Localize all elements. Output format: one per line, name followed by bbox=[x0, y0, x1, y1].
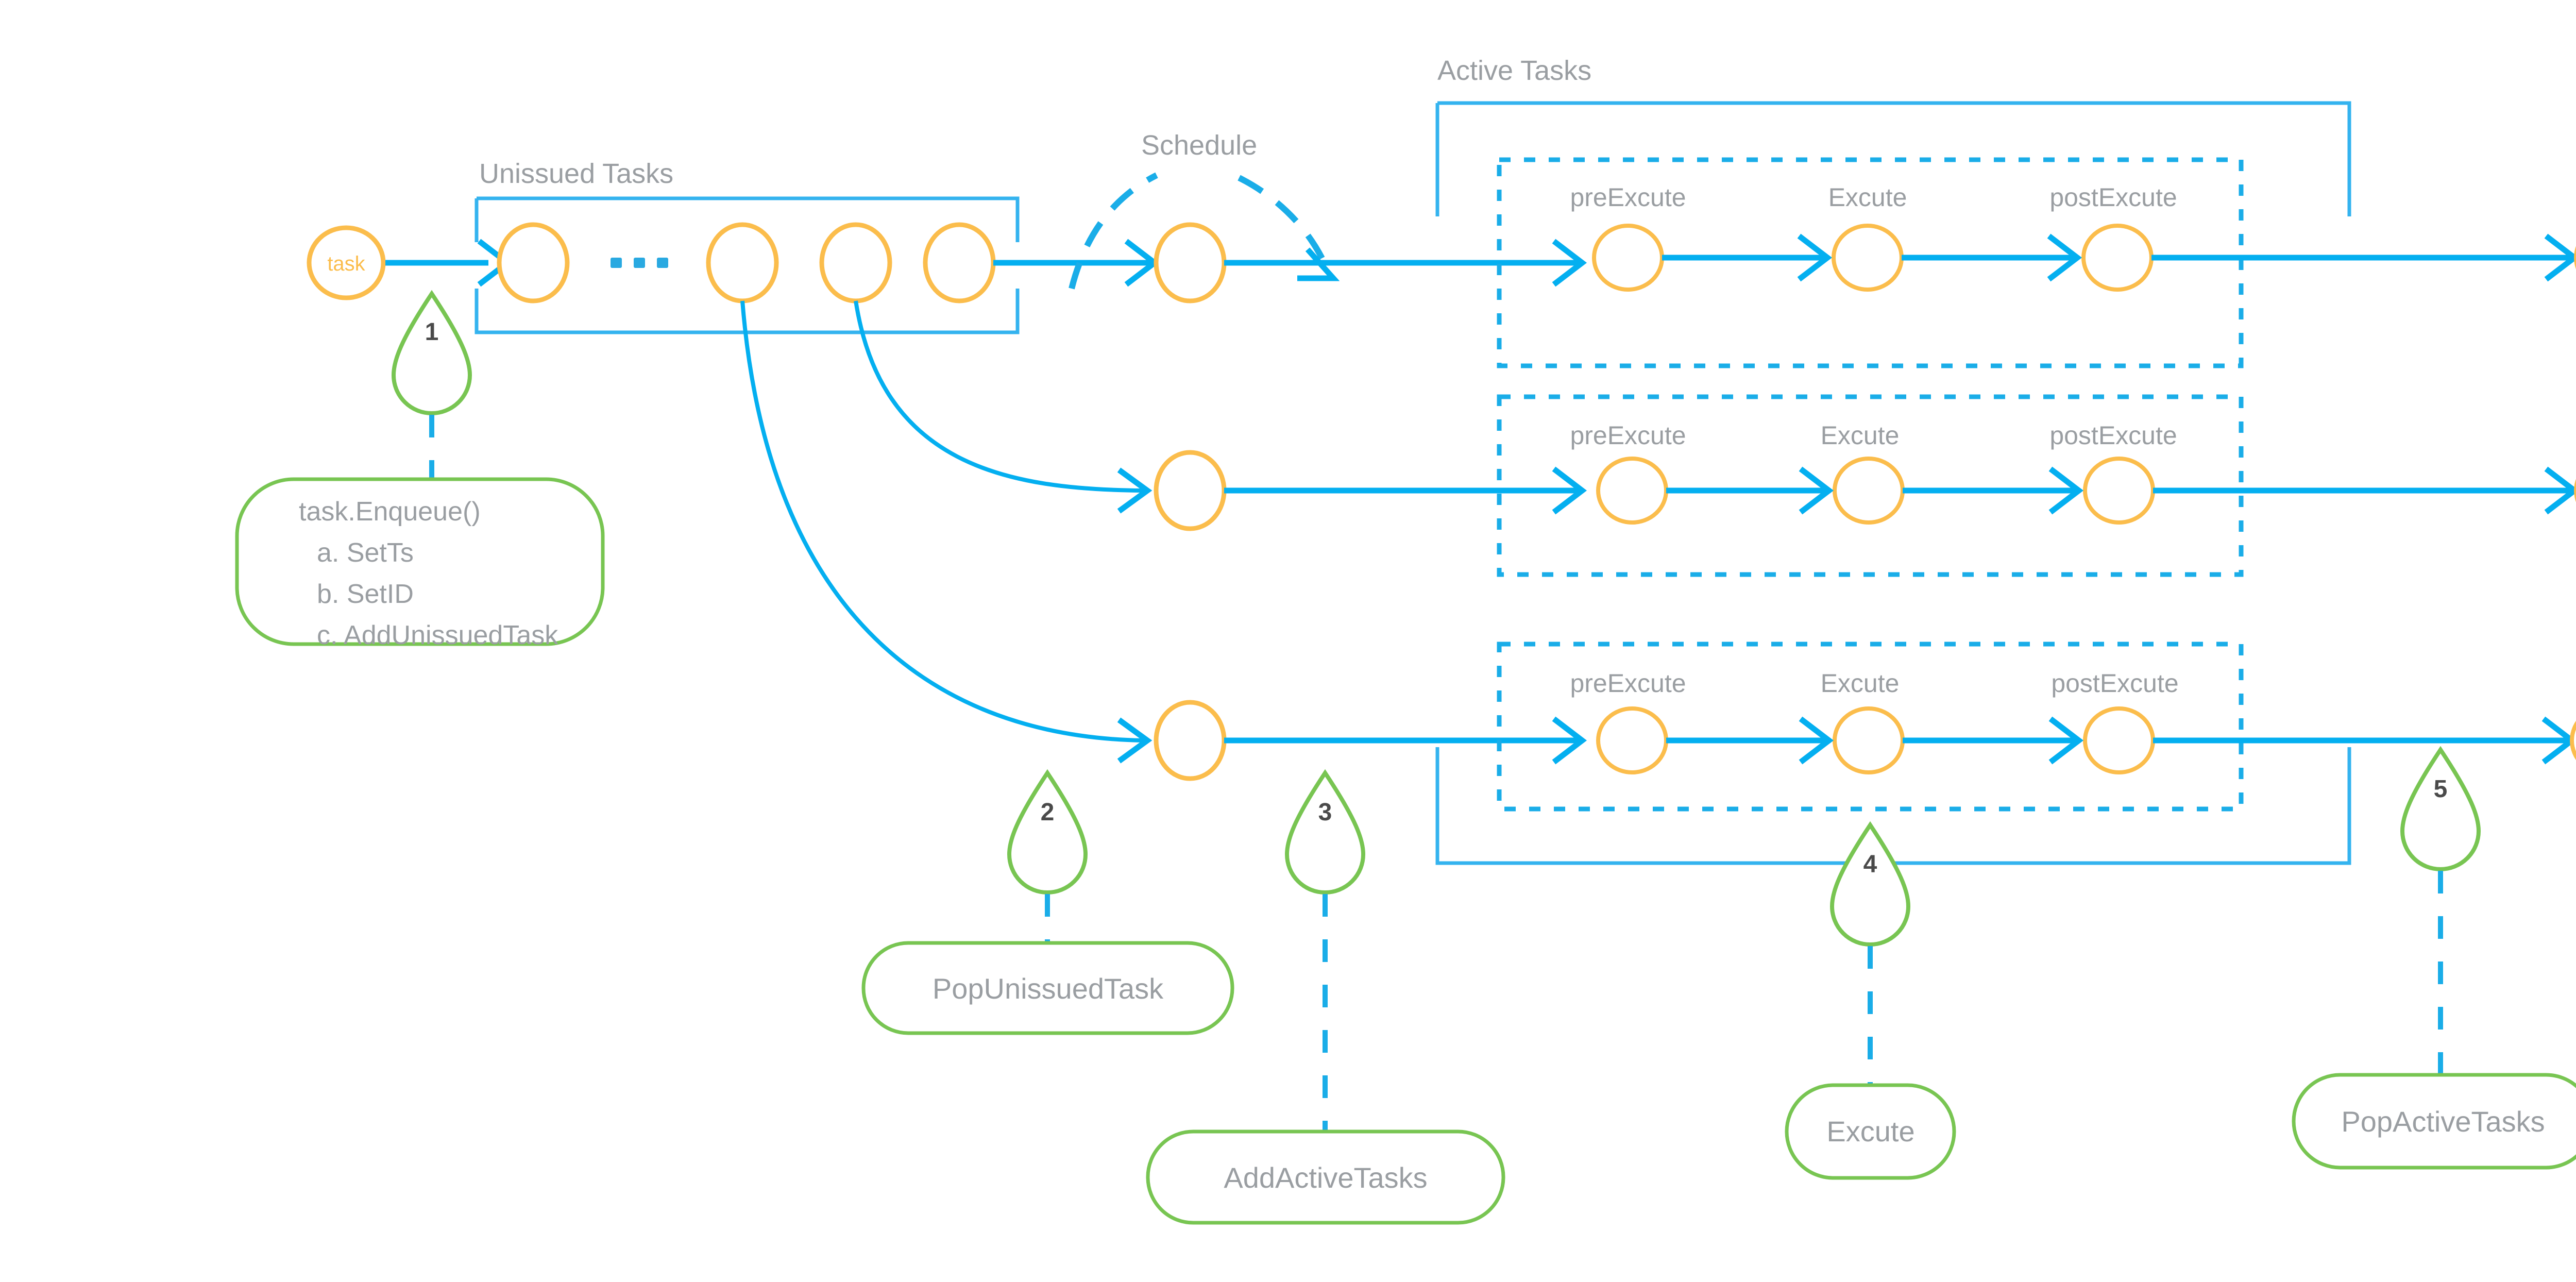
curve-to-row2 bbox=[854, 300, 1153, 514]
callout-pop-active-label: PopActiveTasks bbox=[2341, 1105, 2545, 1138]
row2-postexcute-node bbox=[2083, 457, 2155, 525]
pin-2-group[interactable]: 2 bbox=[1007, 769, 1088, 944]
unissued-node-4 bbox=[923, 222, 996, 303]
arrow-task-to-unissued bbox=[385, 239, 513, 287]
schedule-dashed-indicator bbox=[1069, 172, 1340, 290]
callout-task-enqueue[interactable]: task.Enqueue() a. SetTs b. SetID c. AddU… bbox=[235, 477, 605, 650]
row1-excute-node bbox=[1832, 224, 1904, 292]
unissued-tasks-label: Unissued Tasks bbox=[479, 158, 673, 189]
row1-postexcute-label: postExcute bbox=[2049, 183, 2177, 212]
callout-excute-label: Excute bbox=[1826, 1115, 1914, 1148]
row1-preexcute-node bbox=[1592, 224, 1664, 292]
callout-add-active-label: AddActiveTasks bbox=[1224, 1161, 1427, 1194]
active-tasks-label: Active Tasks bbox=[1437, 55, 1591, 86]
callout-pop-unissued-task[interactable]: PopUnissuedTask bbox=[861, 941, 1234, 1035]
pin-5-number: 5 bbox=[2434, 775, 2448, 803]
row3-done-node bbox=[2570, 720, 2576, 761]
pipeline-row-1: preExcute Excute postExcute bbox=[1154, 157, 2576, 368]
schedule-label: Schedule bbox=[1141, 130, 1257, 161]
row3-preexcute-label: preExcute bbox=[1570, 669, 1686, 698]
pin-3-number: 3 bbox=[1318, 799, 1332, 826]
callout-excute[interactable]: Excute bbox=[1785, 1083, 1956, 1180]
pin-1-number: 1 bbox=[425, 318, 439, 346]
unissued-node-1 bbox=[497, 222, 570, 303]
row1-postexcute-node bbox=[2081, 224, 2154, 292]
callout-add-active-tasks[interactable]: AddActiveTasks bbox=[1146, 1129, 1505, 1225]
callout-enqueue-title: task.Enqueue() bbox=[299, 497, 481, 527]
pipeline-row-2: preExcute Excute postExcute bbox=[1154, 394, 2576, 577]
row2-queue-node bbox=[1154, 450, 1227, 531]
row2-excute-label: Excute bbox=[1821, 421, 1900, 450]
row3-queue-node bbox=[1154, 700, 1227, 781]
row1-excute-label: Excute bbox=[1828, 183, 1907, 212]
pin-5-group[interactable]: 5 bbox=[2400, 746, 2481, 1077]
pin-2-number: 2 bbox=[1041, 799, 1055, 826]
row3-postexcute-node bbox=[2083, 706, 2155, 774]
row2-excute-node bbox=[1833, 457, 1905, 525]
row2-stage-box bbox=[1497, 394, 2244, 577]
unissued-node-3 bbox=[819, 222, 892, 303]
task-source-node: task bbox=[307, 225, 386, 300]
ellipsis-dots bbox=[611, 258, 668, 268]
pin-4-number: 4 bbox=[1863, 851, 1877, 878]
row2-preexcute-label: preExcute bbox=[1570, 421, 1686, 450]
callout-pop-active-tasks[interactable]: PopActiveTasks bbox=[2292, 1073, 2576, 1170]
row2-preexcute-node bbox=[1596, 457, 1668, 525]
callout-enqueue-step-b: b. SetID bbox=[317, 579, 414, 609]
row3-excute-node bbox=[1833, 706, 1905, 774]
row1-stage-box bbox=[1497, 157, 2244, 368]
row3-excute-label: Excute bbox=[1821, 669, 1900, 698]
row3-postexcute-label: postExcute bbox=[2051, 669, 2178, 698]
task-node-label: task bbox=[327, 252, 365, 275]
unissued-node-2 bbox=[706, 222, 779, 303]
unissued-task-nodes bbox=[497, 222, 996, 303]
row3-stage-box bbox=[1497, 642, 2244, 812]
row3-preexcute-node bbox=[1596, 706, 1668, 774]
callout-pop-unissued-label: PopUnissuedTask bbox=[933, 972, 1164, 1005]
pin-1-group[interactable]: 1 bbox=[391, 290, 472, 482]
pin-3-group[interactable]: 3 bbox=[1284, 769, 1366, 1134]
row1-preexcute-label: preExcute bbox=[1570, 183, 1686, 212]
callout-enqueue-step-c: c. AddUnissuedTask bbox=[317, 620, 558, 650]
callout-enqueue-step-a: a. SetTs bbox=[317, 538, 414, 568]
curve-to-row3 bbox=[740, 300, 1153, 764]
pipeline-row-3: preExcute Excute postExcute bbox=[1154, 642, 2576, 812]
pin-4-group[interactable]: 4 bbox=[1829, 821, 1911, 1087]
row1-queue-node bbox=[1154, 222, 1227, 303]
row2-postexcute-label: postExcute bbox=[2049, 421, 2177, 450]
